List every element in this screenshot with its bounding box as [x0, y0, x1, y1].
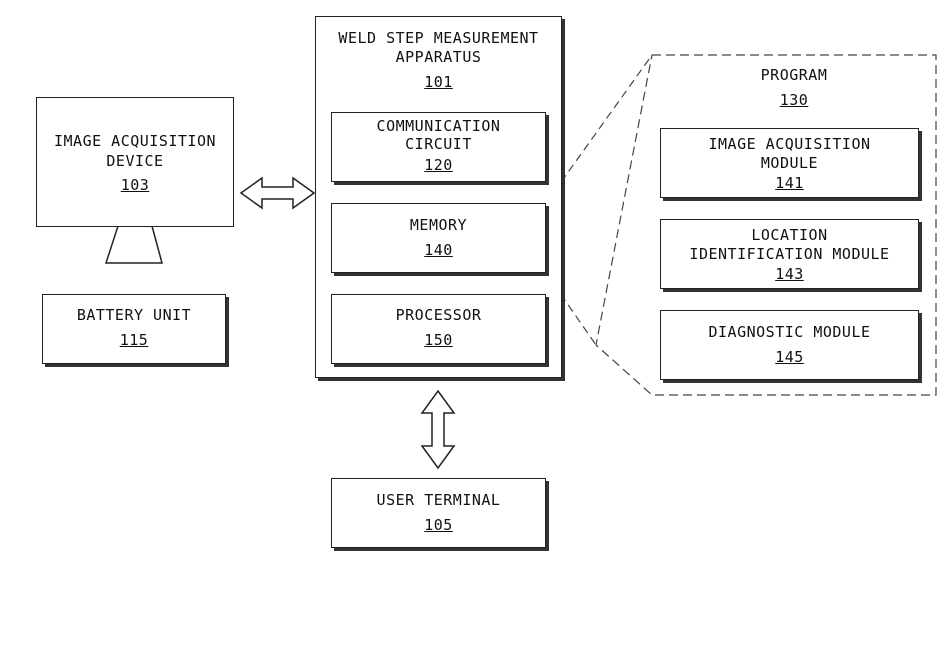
location-identification-module-box: LOCATION IDENTIFICATION MODULE 143	[660, 219, 919, 289]
communication-circuit-label-line2: CIRCUIT	[332, 135, 545, 154]
battery-unit-label: BATTERY UNIT	[43, 306, 225, 325]
location-identification-module-label-line2: IDENTIFICATION MODULE	[661, 245, 918, 264]
user-terminal-box: USER TERMINAL 105	[331, 478, 546, 548]
apparatus-label-line1: WELD STEP MEASUREMENT	[316, 29, 561, 48]
image-acquisition-device-label-line1: IMAGE ACQUISITION	[37, 132, 233, 151]
location-identification-module-label-line1: LOCATION	[661, 226, 918, 245]
diagnostic-module-label: DIAGNOSTIC MODULE	[661, 323, 918, 342]
memory-box: MEMORY 140	[331, 203, 546, 273]
diagnostic-module-ref: 145	[661, 348, 918, 367]
double-arrow-vertical	[422, 391, 454, 468]
processor-label: PROCESSOR	[332, 306, 545, 325]
battery-unit-ref: 115	[43, 331, 225, 350]
processor-box: PROCESSOR 150	[331, 294, 546, 364]
double-arrow-horizontal	[241, 178, 314, 208]
memory-label: MEMORY	[332, 216, 545, 235]
user-terminal-ref: 105	[332, 516, 545, 535]
diagnostic-module-box: DIAGNOSTIC MODULE 145	[660, 310, 919, 380]
communication-circuit-box: COMMUNICATION CIRCUIT 120	[331, 112, 546, 182]
image-acquisition-module-label-line2: MODULE	[661, 154, 918, 173]
memory-ref: 140	[332, 241, 545, 260]
battery-unit-box: BATTERY UNIT 115	[42, 294, 226, 364]
program-ref: 130	[652, 91, 936, 110]
communication-circuit-ref: 120	[332, 156, 545, 175]
program-label: PROGRAM	[652, 66, 936, 85]
processor-ref: 150	[332, 331, 545, 350]
communication-circuit-label-line1: COMMUNICATION	[332, 117, 545, 136]
image-acquisition-module-ref: 141	[661, 174, 918, 193]
apparatus-ref: 101	[316, 73, 561, 92]
monitor-stand	[106, 226, 162, 263]
image-acquisition-module-box: IMAGE ACQUISITION MODULE 141	[660, 128, 919, 198]
apparatus-label-line2: APPARATUS	[316, 48, 561, 67]
image-acquisition-module-label-line1: IMAGE ACQUISITION	[661, 135, 918, 154]
user-terminal-label: USER TERMINAL	[332, 491, 545, 510]
image-acquisition-device-ref: 103	[37, 176, 233, 195]
image-acquisition-device-box: IMAGE ACQUISITION DEVICE 103	[36, 97, 234, 227]
location-identification-module-ref: 143	[661, 265, 918, 284]
image-acquisition-device-label-line2: DEVICE	[37, 152, 233, 171]
